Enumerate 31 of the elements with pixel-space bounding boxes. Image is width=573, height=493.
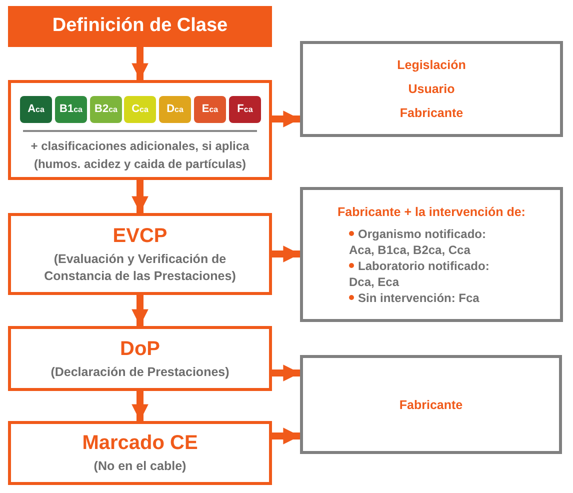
note-text: + clasificaciones adicionales, si aplica (humos. acidez y caida de partículas) — [30, 138, 250, 173]
bullet-item: Sin intervención: Fca — [349, 290, 480, 306]
info-box — [300, 41, 563, 137]
arrow — [132, 391, 148, 421]
arrow — [272, 364, 300, 382]
info-box — [300, 187, 563, 322]
box-heading: Fabricante + la intervención de: — [338, 204, 526, 222]
step-title: EVCP — [112, 224, 168, 248]
bullet-item: Laboratorio notificado: Dca, Eca — [349, 258, 490, 290]
role-text: Usuario — [408, 81, 455, 98]
step-box — [8, 421, 272, 485]
arrow — [272, 246, 300, 262]
step-subtitle: (Declaración de Prestaciones) — [50, 364, 230, 380]
arrow — [272, 428, 300, 444]
role-text: Fabricante — [400, 105, 464, 122]
arrow — [272, 110, 300, 128]
step-subtitle: (No en el cable) — [92, 458, 188, 475]
arrow — [132, 295, 148, 326]
arrow — [132, 180, 148, 213]
step-title: DoP — [120, 336, 160, 360]
class-box — [8, 80, 272, 180]
bullet-item: Organismo notificado: Aca, B1ca, B2ca, Cca — [349, 226, 488, 258]
role-text: Legislación — [397, 57, 466, 74]
step-title: Marcado CE — [82, 431, 198, 455]
heading-box: Definición de Clase — [8, 6, 272, 47]
info-box — [300, 355, 562, 454]
step-subtitle: (Evaluación y Verificación de Constancia de las Prestaciones) — [43, 250, 237, 284]
step-box — [8, 326, 272, 391]
step-box — [8, 213, 272, 295]
role-text: Fabricante — [399, 396, 463, 414]
arrow — [132, 47, 148, 80]
